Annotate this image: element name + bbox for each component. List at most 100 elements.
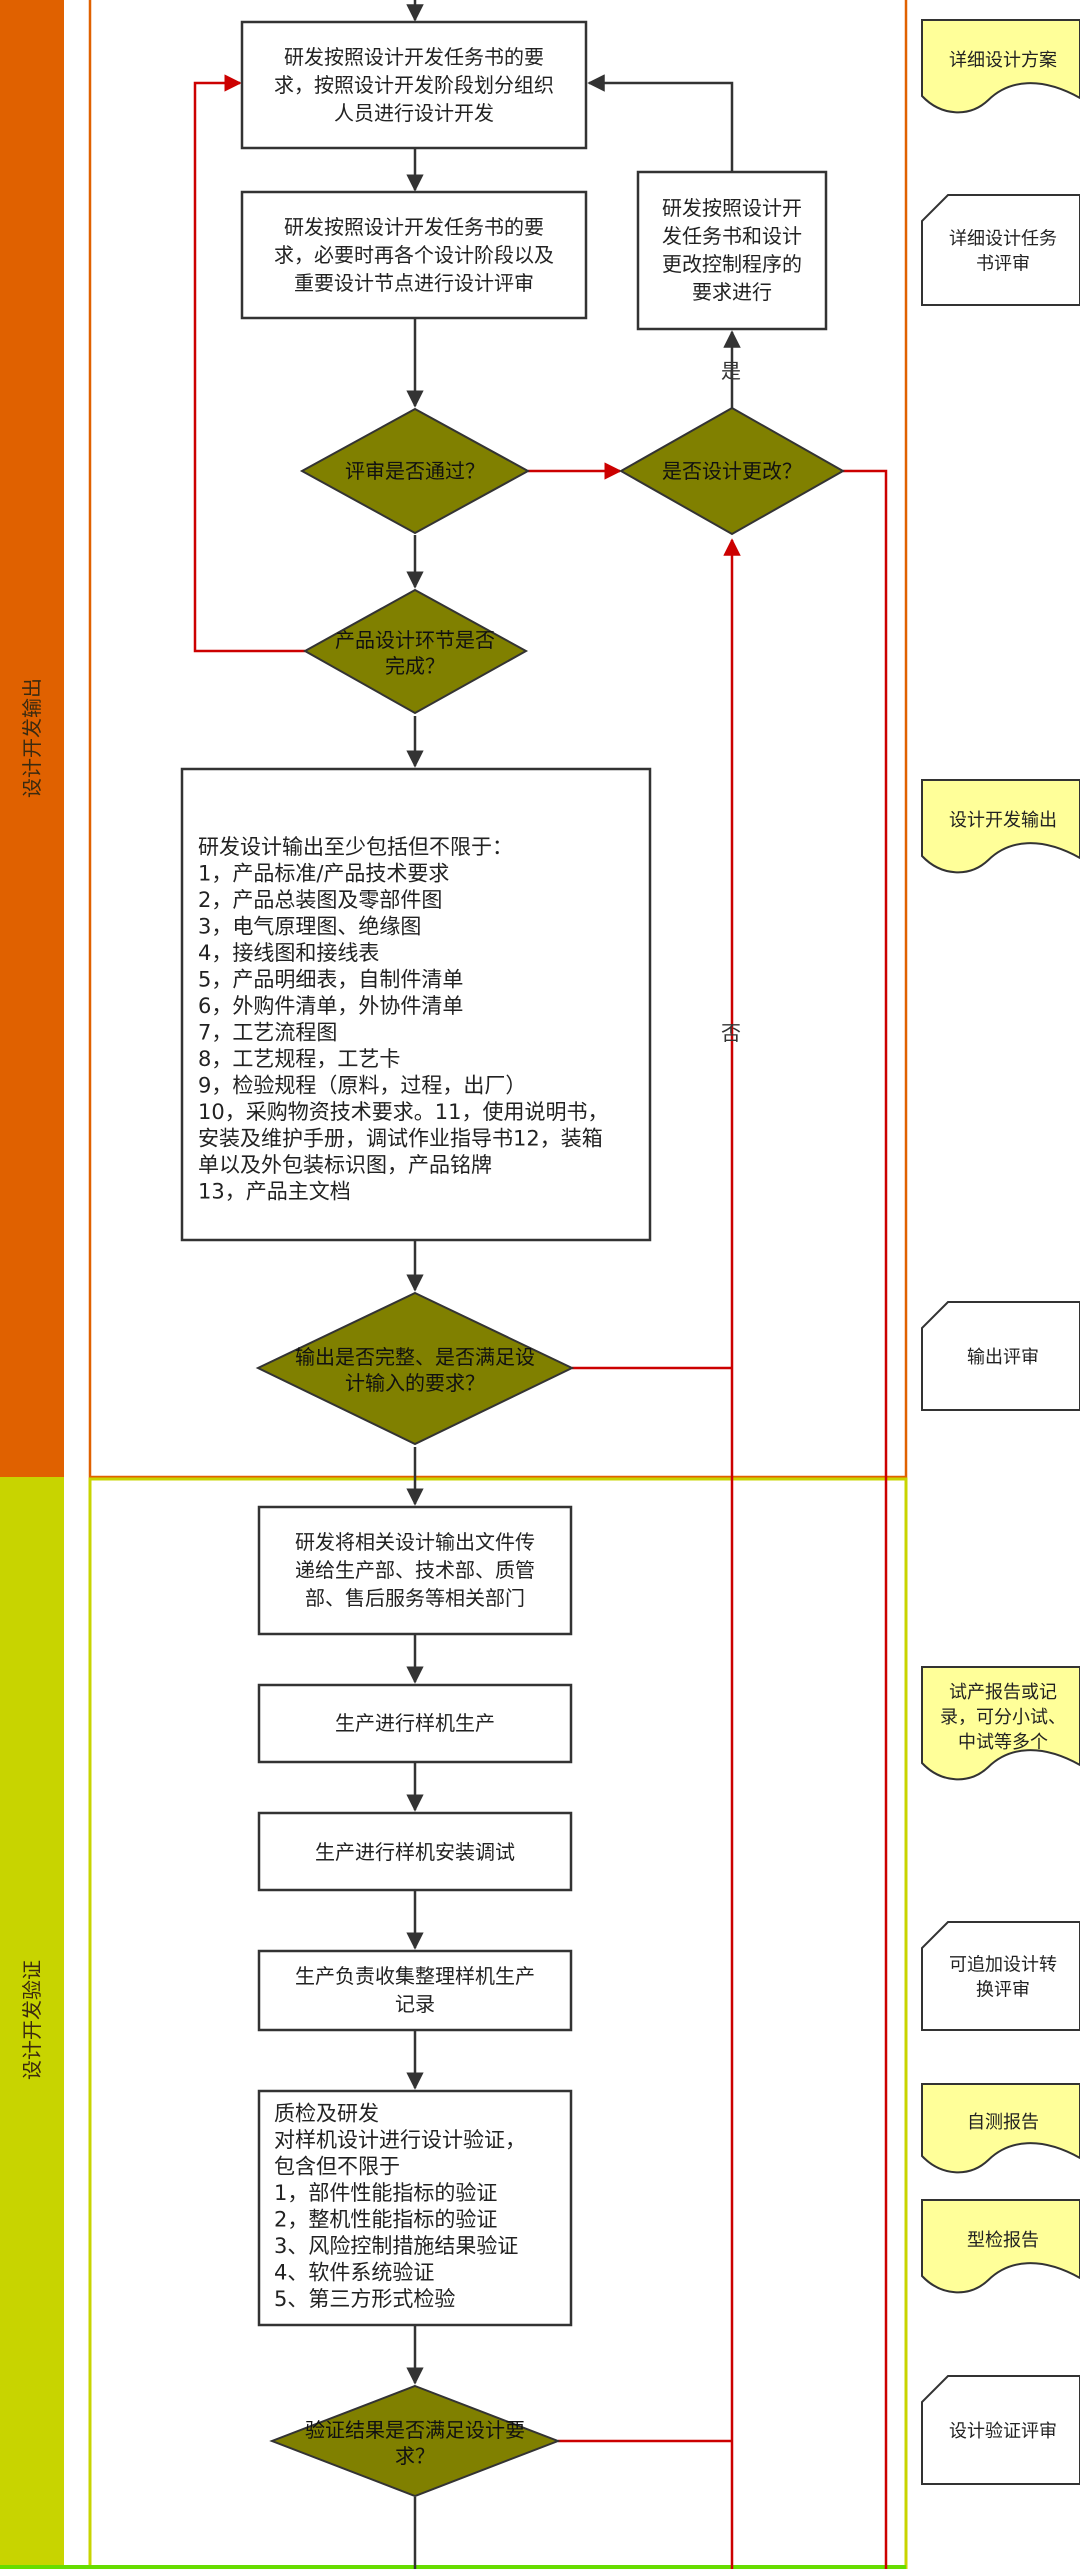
text-line: 中试等多个 — [958, 1732, 1048, 1753]
text-line: 2，整机性能指标的验证 — [274, 2207, 497, 2231]
text-line: 部、售后服务等相关部门 — [305, 1586, 525, 1610]
text-line: 试产报告或记 — [949, 1682, 1057, 1703]
text-line: 包含但不限于 — [274, 2154, 400, 2178]
text-line: 1，产品标准/产品技术要求 — [198, 861, 449, 885]
document-outline — [921, 19, 1080, 114]
step-s2: 研发按照设计开发任务书的要求，必要时再各个设计阶段以及重要设计节点进行设计评审 — [240, 190, 588, 320]
document-label: 可追加设计转换评审 — [949, 1955, 1057, 2001]
document-outline — [921, 2083, 1080, 2174]
decision-review-passed: 评审是否通过？ — [299, 407, 531, 535]
svg-text:是否设计更改？: 是否设计更改？ — [662, 459, 802, 483]
document-shape: 输出评审 — [921, 1301, 1080, 1411]
text-line: 递给生产部、技术部、质管 — [295, 1558, 535, 1582]
text-line: 生产进行样机安装调试 — [315, 1840, 515, 1864]
text-line: 输出评审 — [967, 1347, 1039, 1368]
svg-text:评审是否通过？: 评审是否通过？ — [345, 459, 485, 483]
document-outline — [921, 1666, 1080, 1781]
text-line: 求，必要时再各个设计阶段以及 — [274, 243, 554, 267]
document-outline — [921, 2375, 1080, 2485]
document-outline — [921, 194, 1080, 306]
text-line: 研发按照设计开发任务书的要 — [284, 215, 544, 239]
svg-text:产品设计环节是否完成？: 产品设计环节是否完成？ — [335, 628, 495, 678]
text-line: 详细设计方案 — [949, 50, 1057, 71]
svg-text:输出是否完整、是否满足设计输入的要求？: 输出是否完整、是否满足设计输入的要求？ — [295, 1345, 535, 1395]
text-line: 计输入的要求？ — [345, 1371, 485, 1395]
label-yes: 是 — [721, 359, 741, 383]
lane-band-verify — [0, 1477, 64, 2569]
lane-label-output: 设计开发输出 — [20, 678, 44, 798]
text-line: 质检及研发 — [274, 2101, 379, 2125]
text-line: 生产负责收集整理样机生产 — [295, 1964, 535, 1988]
text-line: 求，按照设计开发阶段划分组织 — [274, 73, 554, 97]
text-line: 单以及外包装标识图，产品铭牌 — [198, 1153, 492, 1177]
text-line: 可追加设计转 — [949, 1955, 1057, 1976]
text-line: 详细设计任务 — [949, 229, 1057, 250]
lane-border-output — [88, 0, 908, 1479]
text-line: 安装及维护手册，调试作业指导书12，装箱 — [198, 1126, 603, 1150]
svg-text:生产进行样机生产: 生产进行样机生产 — [335, 1711, 495, 1735]
svg-text:研发按照设计开发任务书的要求，必要时再各个设计阶段以及重要设: 研发按照设计开发任务书的要求，必要时再各个设计阶段以及重要设计节点进行设计评审 — [274, 215, 554, 295]
text-line: 重要设计节点进行设计评审 — [294, 271, 534, 295]
text-line: 更改控制程序的 — [662, 252, 802, 276]
text-line: 研发按照设计开发任务书的要 — [284, 45, 544, 69]
svg-text:验证结果是否满足设计要求？: 验证结果是否满足设计要求？ — [305, 2418, 525, 2468]
decision-output-complete: 输出是否完整、是否满足设计输入的要求？ — [255, 1291, 575, 1446]
document-label: 详细设计方案 — [949, 50, 1057, 71]
text-line: 9，检验规程（原料，过程，出厂） — [198, 1073, 526, 1097]
text-line: 设计验证评审 — [949, 2421, 1057, 2442]
text-line: 6，外购件清单，外协件清单 — [198, 994, 463, 1018]
text-line: 求？ — [395, 2444, 435, 2468]
document-label: 详细设计任务书评审 — [949, 229, 1057, 275]
step-s8: 生产负责收集整理样机生产记录 — [257, 1949, 573, 2032]
document-label: 输出评审 — [967, 1347, 1039, 1368]
document-shape: 设计验证评审 — [921, 2375, 1080, 2485]
document-outline — [921, 1301, 1080, 1411]
text-line: 5、第三方形式检验 — [274, 2287, 455, 2311]
decision-verification-ok: 验证结果是否满足设计要求？ — [269, 2384, 561, 2498]
text-line: 发任务书和设计 — [662, 224, 802, 248]
decision-design-change: 是否设计更改？ — [618, 406, 846, 536]
text-line: 换评审 — [976, 1980, 1030, 2001]
text-line: 记录 — [395, 1992, 435, 2016]
text-line: 研发按照设计开 — [662, 196, 802, 220]
text-line: 录，可分小试、 — [940, 1707, 1066, 1728]
document-shape: 型检报告 — [921, 2199, 1080, 2294]
text-line: 产品设计环节是否 — [335, 628, 495, 652]
step-s7: 生产进行样机安装调试 — [257, 1811, 573, 1892]
label-no: 否 — [721, 1021, 741, 1045]
red-connectors — [193, 74, 888, 2569]
text-line: 是否设计更改？ — [662, 459, 802, 483]
text-line: 型检报告 — [967, 2230, 1039, 2251]
lane-label-verify: 设计开发验证 — [20, 1960, 44, 2080]
text-line: 5，产品明细表，自制件清单 — [198, 967, 463, 991]
document-shape: 可追加设计转换评审 — [921, 1921, 1080, 2031]
text-line: 4，接线图和接线表 — [198, 941, 379, 965]
svg-text:研发按照设计开发任务书和设计更改控制程序的要求进行: 研发按照设计开发任务书和设计更改控制程序的要求进行 — [662, 196, 802, 304]
text-line: 8，工艺规程，工艺卡 — [198, 1047, 400, 1071]
svg-text:生产负责收集整理样机生产记录: 生产负责收集整理样机生产记录 — [295, 1964, 535, 2016]
text-line: 4、软件系统验证 — [274, 2260, 434, 2284]
text-line: 自测报告 — [967, 2112, 1039, 2133]
svg-text:研发将相关设计输出文件传递给生产部、技术部、质管部、售后服务: 研发将相关设计输出文件传递给生产部、技术部、质管部、售后服务等相关部门 — [295, 1530, 535, 1610]
document-outline — [921, 1921, 1080, 2031]
text-line: 研发设计输出至少包括但不限于： — [198, 835, 513, 859]
text-line: 设计开发输出 — [949, 810, 1057, 831]
document-column: 详细设计方案详细设计任务书评审设计开发输出输出评审试产报告或记录，可分小试、中试… — [921, 19, 1080, 2485]
text-line: 1，部件性能指标的验证 — [274, 2181, 497, 2205]
step-s6: 生产进行样机生产 — [257, 1683, 573, 1764]
text-line: 研发将相关设计输出文件传 — [295, 1530, 535, 1554]
document-outline — [921, 2199, 1080, 2294]
text-line: 人员进行设计开发 — [334, 101, 494, 125]
text-line: 验证结果是否满足设计要 — [305, 2418, 525, 2442]
decision-design-complete: 产品设计环节是否完成？ — [302, 588, 529, 715]
text-line: 完成？ — [385, 654, 445, 678]
step-s3: 研发按照设计开发任务书和设计更改控制程序的要求进行 — [636, 170, 828, 331]
lane-band-output — [0, 0, 64, 1477]
text-line: 要求进行 — [692, 280, 772, 304]
text-line: 10，采购物资技术要求。11，使用说明书， — [198, 1100, 608, 1124]
